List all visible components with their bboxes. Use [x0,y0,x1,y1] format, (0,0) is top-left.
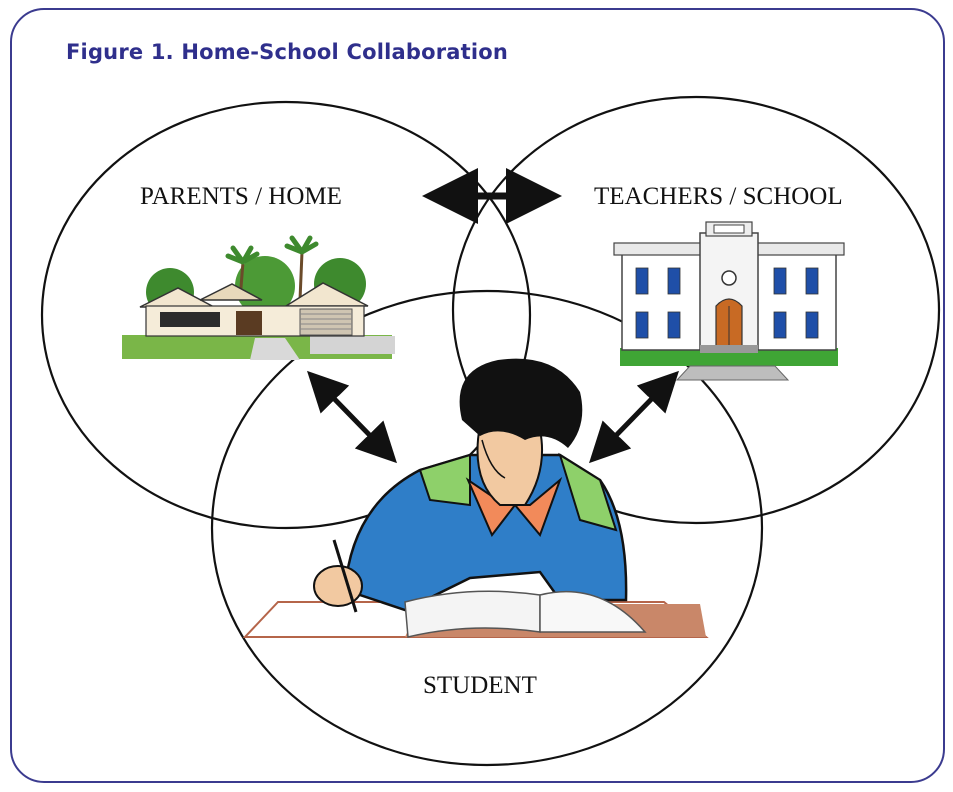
house-icon [122,235,395,360]
student-circle [210,289,764,767]
teachers-student-arrow [589,370,679,464]
parents-circle [40,100,532,530]
teachers-circle [451,95,941,525]
teachers-school-label: TEACHERS / SCHOOL [594,183,843,210]
school-icon [613,221,845,381]
student-icon [242,358,709,638]
figure-title: Figure 1. Home-School Collaboration [66,40,509,64]
parents-student-arrow [307,370,397,464]
parents-home-label: PARENTS / HOME [140,183,342,210]
student-label: STUDENT [423,672,537,699]
